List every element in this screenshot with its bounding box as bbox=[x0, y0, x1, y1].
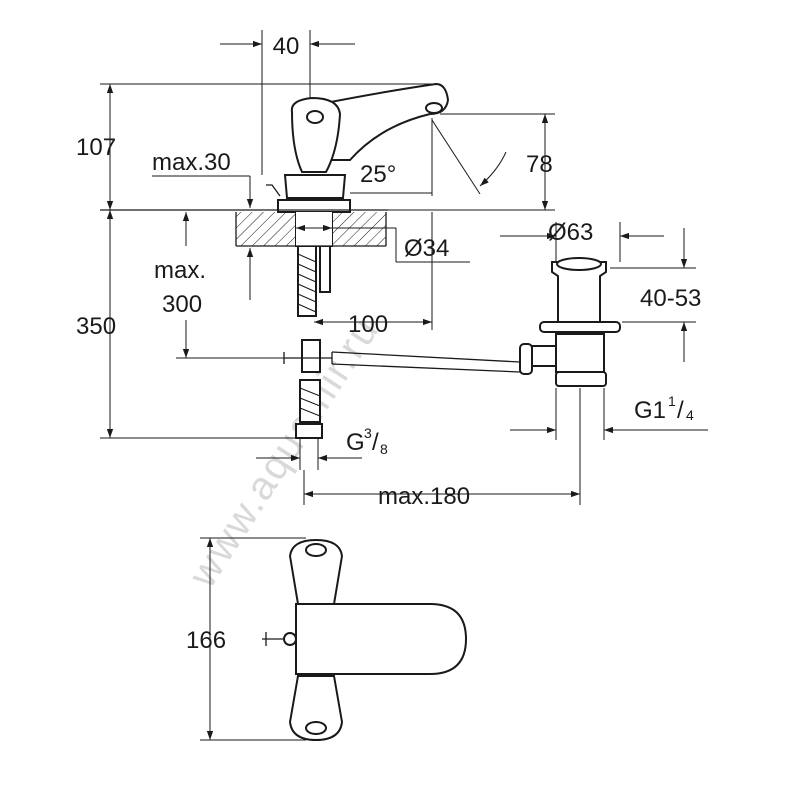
dim-waste-thread: G1 1 / 4 bbox=[634, 393, 694, 424]
dim-spout-offset: 100 bbox=[348, 311, 388, 338]
dim-connection-thread: G 3 / 8 bbox=[346, 425, 388, 457]
dimension-labels: 40 107 max.30 25° 78 Ø63 Ø34 max. 300 35… bbox=[76, 33, 701, 654]
dim-max-depth-label: max. bbox=[154, 257, 206, 284]
svg-text:/: / bbox=[372, 429, 379, 456]
dim-spout-angle: 25° bbox=[360, 161, 396, 188]
dim-waste-range: 40-53 bbox=[640, 285, 701, 312]
dim-waste-diameter: Ø63 bbox=[548, 219, 593, 246]
svg-text:3: 3 bbox=[364, 425, 372, 441]
dimension-lines bbox=[100, 30, 708, 741]
dim-spout-height: 78 bbox=[526, 151, 553, 178]
svg-text:G: G bbox=[346, 429, 365, 456]
dim-body-height: 107 bbox=[76, 134, 116, 161]
dim-max-reach: max.180 bbox=[378, 483, 470, 510]
svg-text:4: 4 bbox=[686, 407, 694, 423]
dim-total-height: 350 bbox=[76, 313, 116, 340]
svg-text:/: / bbox=[677, 397, 684, 424]
faucet-side-view bbox=[266, 82, 521, 439]
dim-hole-diameter: Ø34 bbox=[404, 235, 449, 262]
dim-max-thickness: max.30 bbox=[152, 149, 231, 176]
svg-text:8: 8 bbox=[380, 441, 388, 457]
dim-max-depth-value: 300 bbox=[162, 291, 202, 318]
dim-top-view-depth: 166 bbox=[186, 627, 226, 654]
faucet-top-view bbox=[262, 538, 468, 742]
dim-spout-width: 40 bbox=[273, 33, 300, 60]
svg-text:G1: G1 bbox=[634, 397, 666, 424]
pop-up-waste bbox=[519, 257, 621, 387]
svg-text:1: 1 bbox=[668, 393, 676, 409]
